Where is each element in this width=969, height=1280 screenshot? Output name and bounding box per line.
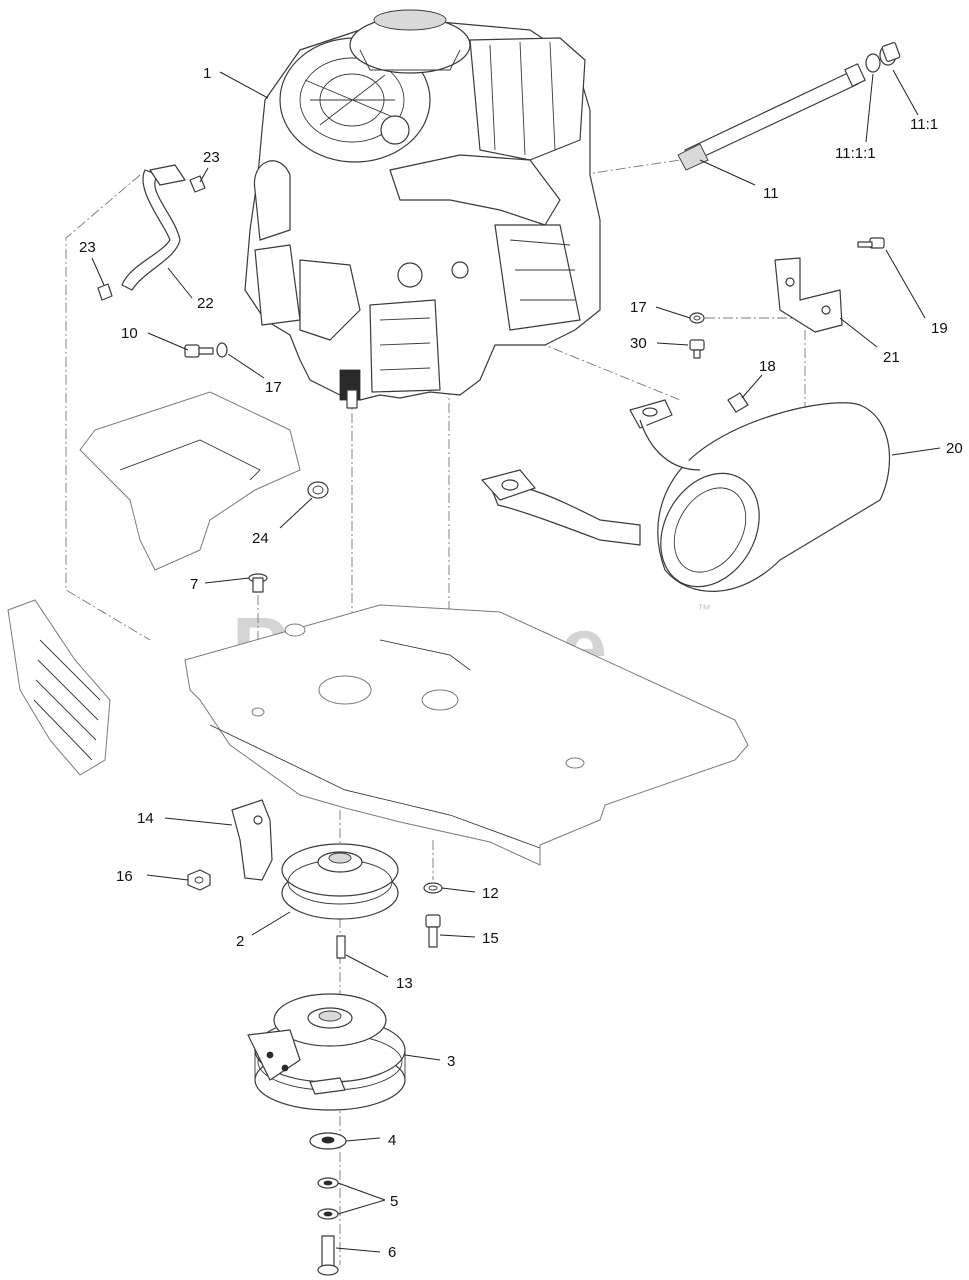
pin-7 (248, 573, 268, 593)
bolt-15 (425, 914, 441, 948)
clutch-3 (247, 993, 406, 1111)
pulley-2 (281, 843, 399, 920)
clip-18 (727, 392, 749, 413)
callout-16: 16 (116, 868, 133, 885)
callout-21: 21 (883, 349, 900, 366)
washer-17a (216, 342, 228, 358)
muffler (481, 399, 891, 592)
callout-18: 18 (759, 358, 776, 375)
callout-23-lower: 23 (79, 239, 96, 256)
muffler-bracket (774, 257, 843, 333)
key-13 (336, 935, 346, 959)
nut-16 (187, 869, 211, 891)
callout-17-right: 17 (630, 299, 647, 316)
frame-plate (184, 604, 749, 866)
callout-12: 12 (482, 885, 499, 902)
assembly-line-dipstick (579, 159, 681, 176)
callout-10: 10 (121, 325, 138, 342)
callout-20: 20 (946, 440, 963, 457)
bolt-10 (184, 344, 214, 358)
side-panel (7, 599, 111, 776)
dipstick-tube (677, 42, 901, 171)
callout-15: 15 (482, 930, 499, 947)
callout-11-1: 11:1 (910, 116, 938, 133)
callout-17-left: 17 (265, 379, 282, 396)
washer-12 (423, 882, 443, 894)
callout-30: 30 (630, 335, 647, 352)
callout-5: 5 (390, 1193, 398, 1210)
bracket-14 (231, 799, 273, 881)
callout-7: 7 (190, 576, 198, 593)
callout-6: 6 (388, 1244, 396, 1261)
watermark-trademark: ™ (697, 601, 711, 617)
callout-11-1-1: 11:1:1 (835, 145, 876, 162)
callout-24: 24 (252, 530, 269, 547)
callout-2: 2 (236, 933, 244, 950)
engine (244, 9, 601, 409)
callout-11: 11 (763, 185, 779, 202)
assembly-line-hose (65, 174, 151, 641)
callouts: 1 23 23 22 10 17 11 11:1:1 11:1 17 30 19… (79, 65, 963, 1261)
callout-1: 1 (203, 65, 211, 82)
callout-13: 13 (396, 975, 413, 992)
washers-5 (317, 1177, 339, 1220)
callout-19: 19 (931, 320, 948, 337)
bolt-6 (317, 1235, 339, 1276)
support-bracket (79, 391, 301, 571)
bolt-30 (689, 339, 705, 359)
fuel-hose (121, 164, 186, 291)
callout-4: 4 (388, 1132, 396, 1149)
washer-17b (689, 312, 705, 324)
screw-19 (857, 237, 885, 249)
leader-lines (91, 69, 941, 1253)
callout-22: 22 (197, 295, 214, 312)
clamp-24 (307, 481, 329, 499)
callout-14: 14 (137, 810, 154, 827)
callout-3: 3 (447, 1053, 455, 1070)
callout-23-upper: 23 (203, 149, 220, 166)
assembly-line-exhaust (519, 334, 681, 401)
washer-4 (309, 1132, 347, 1150)
